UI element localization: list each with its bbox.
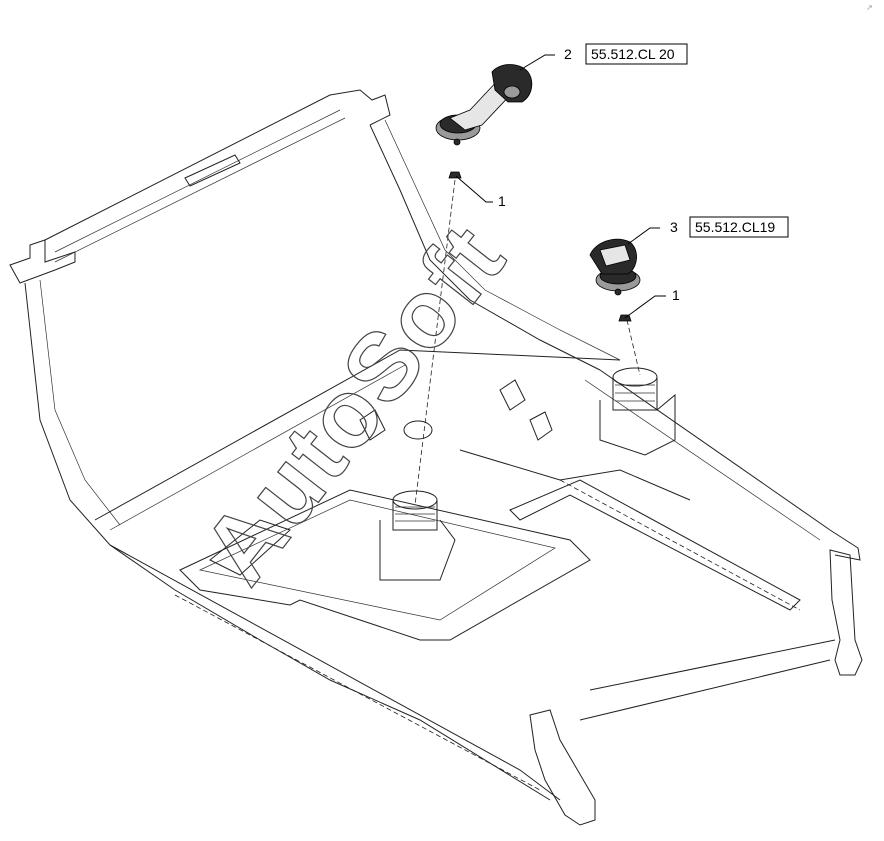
right-joystick-base	[499, 367, 676, 456]
callout-1-lower: 1	[672, 287, 680, 303]
leader-2	[519, 54, 555, 71]
leader-1-upper	[455, 175, 493, 203]
joystick-handle-left	[435, 64, 533, 146]
assembly-line-left	[414, 179, 456, 506]
machine-frame	[9, 89, 863, 826]
left-joystick-base	[359, 409, 456, 581]
fastener-upper	[448, 171, 462, 179]
leader-1-lower	[624, 295, 666, 319]
ref-link-55-512-cl19[interactable]: 55.512.CL19	[689, 216, 789, 238]
svg-text:55.512.CL 20: 55.512.CL 20	[591, 46, 675, 62]
corner-mark: ↗	[866, 3, 873, 12]
assembly-line-right	[626, 319, 641, 376]
callout-3: 3	[670, 219, 678, 235]
joystick-handle-right	[589, 238, 641, 296]
watermark: AutoSoft	[182, 205, 527, 604]
svg-text:55.512.CL19: 55.512.CL19	[695, 219, 775, 235]
svg-text:AutoSoft: AutoSoft	[182, 205, 526, 603]
leader-3	[627, 227, 660, 245]
callout-1-upper: 1	[498, 193, 506, 209]
callout-2: 2	[564, 46, 572, 62]
ref-link-55-512-cl-20[interactable]: 55.512.CL 20	[585, 43, 688, 65]
